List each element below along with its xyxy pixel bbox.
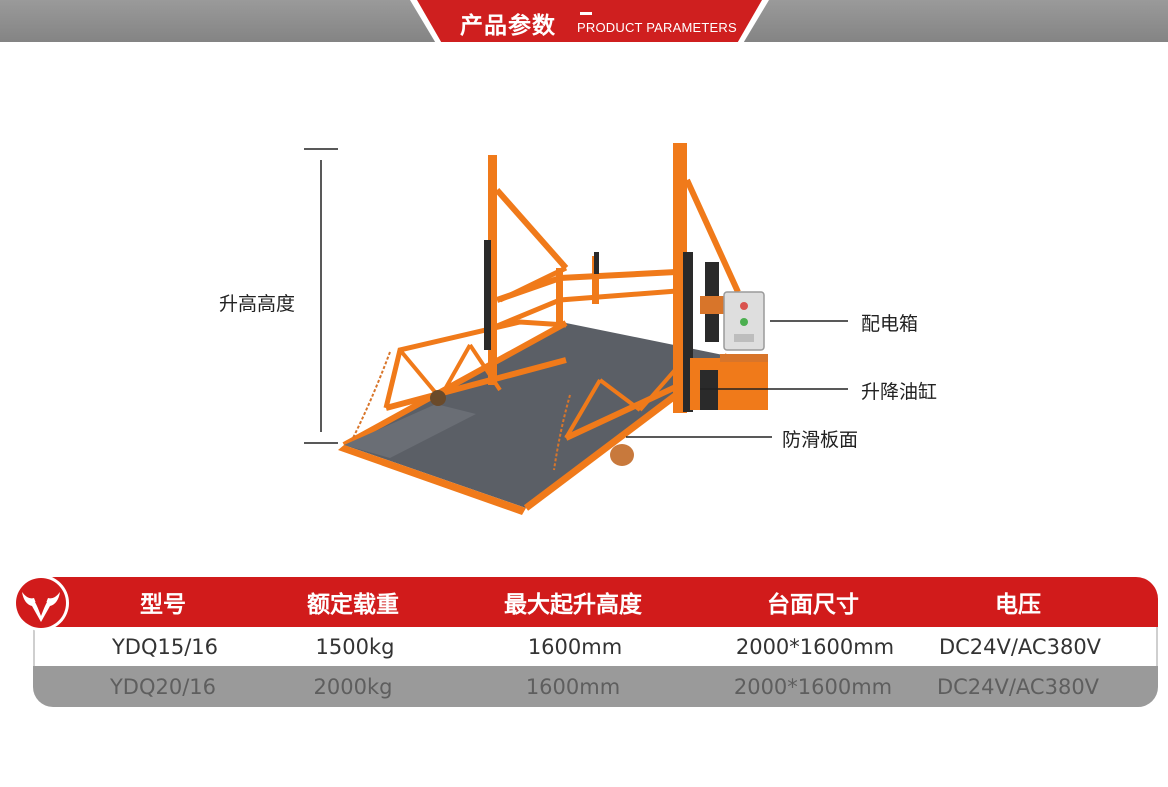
brand-logo [8,572,74,634]
cell-platform-size: 2000*1600mm [733,674,893,699]
title-dash [580,12,592,15]
cell-model: YDQ15/16 [111,634,219,659]
cell-max-lift-height: 1600mm [525,674,621,699]
cell-model: YDQ20/16 [109,674,217,699]
header-platform-size: 台面尺寸 [767,592,859,618]
cell-platform-size: 2000*1600mm [735,634,895,659]
cell-rated-load: 1500kg [315,634,395,659]
header-voltage: 电压 [995,592,1041,618]
section-title: 产品参数 [460,13,556,39]
label-anti-slip-deck: 防滑板面 [782,429,859,451]
cell-rated-load: 2000kg [313,674,393,699]
table-row: YDQ20/16 2000kg 1600mm 2000*1600mm DC24V… [33,666,1158,707]
label-control-box: 配电箱 [861,313,919,335]
header-rated-load: 额定载重 [307,592,399,618]
spec-table: 型号 额定载重 最大起升高度 台面尺寸 电压 YDQ15/16 1500kg 1… [33,577,1158,707]
dock-leveler-illustration [304,143,848,515]
label-lift-cylinder: 升降油缸 [861,381,938,403]
label-lift-height: 升高高度 [219,293,296,315]
section-subtitle: PRODUCT PARAMETERS [577,20,737,35]
bull-logo-icon [13,575,69,631]
header-model: 型号 [140,592,186,618]
table-header-row: 型号 额定载重 最大起升高度 台面尺寸 电压 [33,577,1158,627]
cell-max-lift-height: 1600mm [527,634,623,659]
table-row: YDQ15/16 1500kg 1600mm 2000*1600mm DC24V… [33,627,1158,666]
banner-tab [417,0,762,42]
cell-voltage: DC24V/AC380V [936,674,1100,699]
cell-voltage: DC24V/AC380V [938,634,1102,659]
product-diagram: 升高高度 配电箱 升降油缸 防滑板面 [0,44,1168,564]
header-max-lift-height: 最大起升高度 [504,592,642,618]
